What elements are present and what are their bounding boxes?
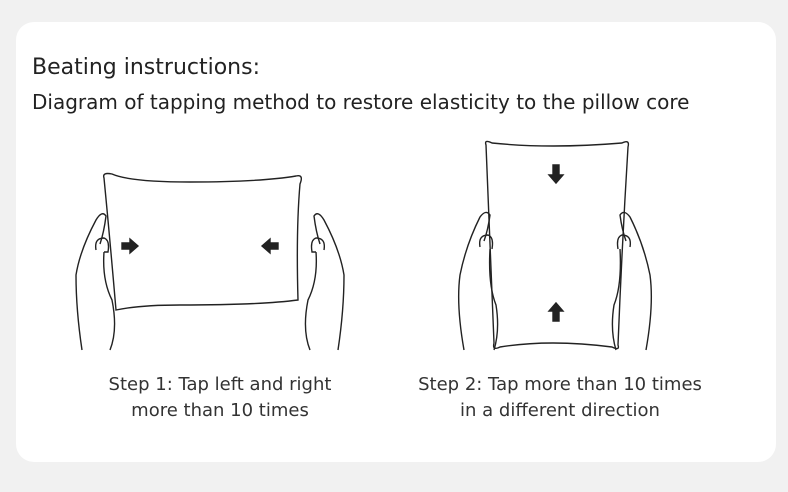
step2-line1: Step 2: Tap more than 10 times: [418, 374, 702, 395]
instruction-card: [16, 22, 776, 462]
page-subtitle: Diagram of tapping method to restore ela…: [32, 90, 690, 114]
step1-caption: Step 1: Tap left and right more than 10 …: [70, 372, 370, 424]
pillow-outline: [484, 140, 630, 350]
step2-line2: in a different direction: [460, 400, 660, 421]
step2-illustration: [457, 140, 653, 351]
pillow-outline: [102, 172, 303, 311]
step2-caption: Step 2: Tap more than 10 times in a diff…: [395, 372, 725, 424]
page-title: Beating instructions:: [32, 55, 260, 80]
left-hand-icon: [75, 213, 116, 351]
right-hand-icon: [611, 211, 653, 351]
arrow-right-icon: [121, 237, 140, 255]
arrow-up-icon: [547, 301, 565, 322]
step1-line1: Step 1: Tap left and right: [108, 374, 332, 395]
left-hand-icon: [457, 211, 499, 351]
right-hand-icon: [304, 213, 345, 351]
arrow-down-icon: [547, 164, 565, 185]
step1-illustration: [75, 172, 345, 351]
arrow-left-icon: [260, 237, 279, 255]
step1-line2: more than 10 times: [131, 400, 309, 421]
